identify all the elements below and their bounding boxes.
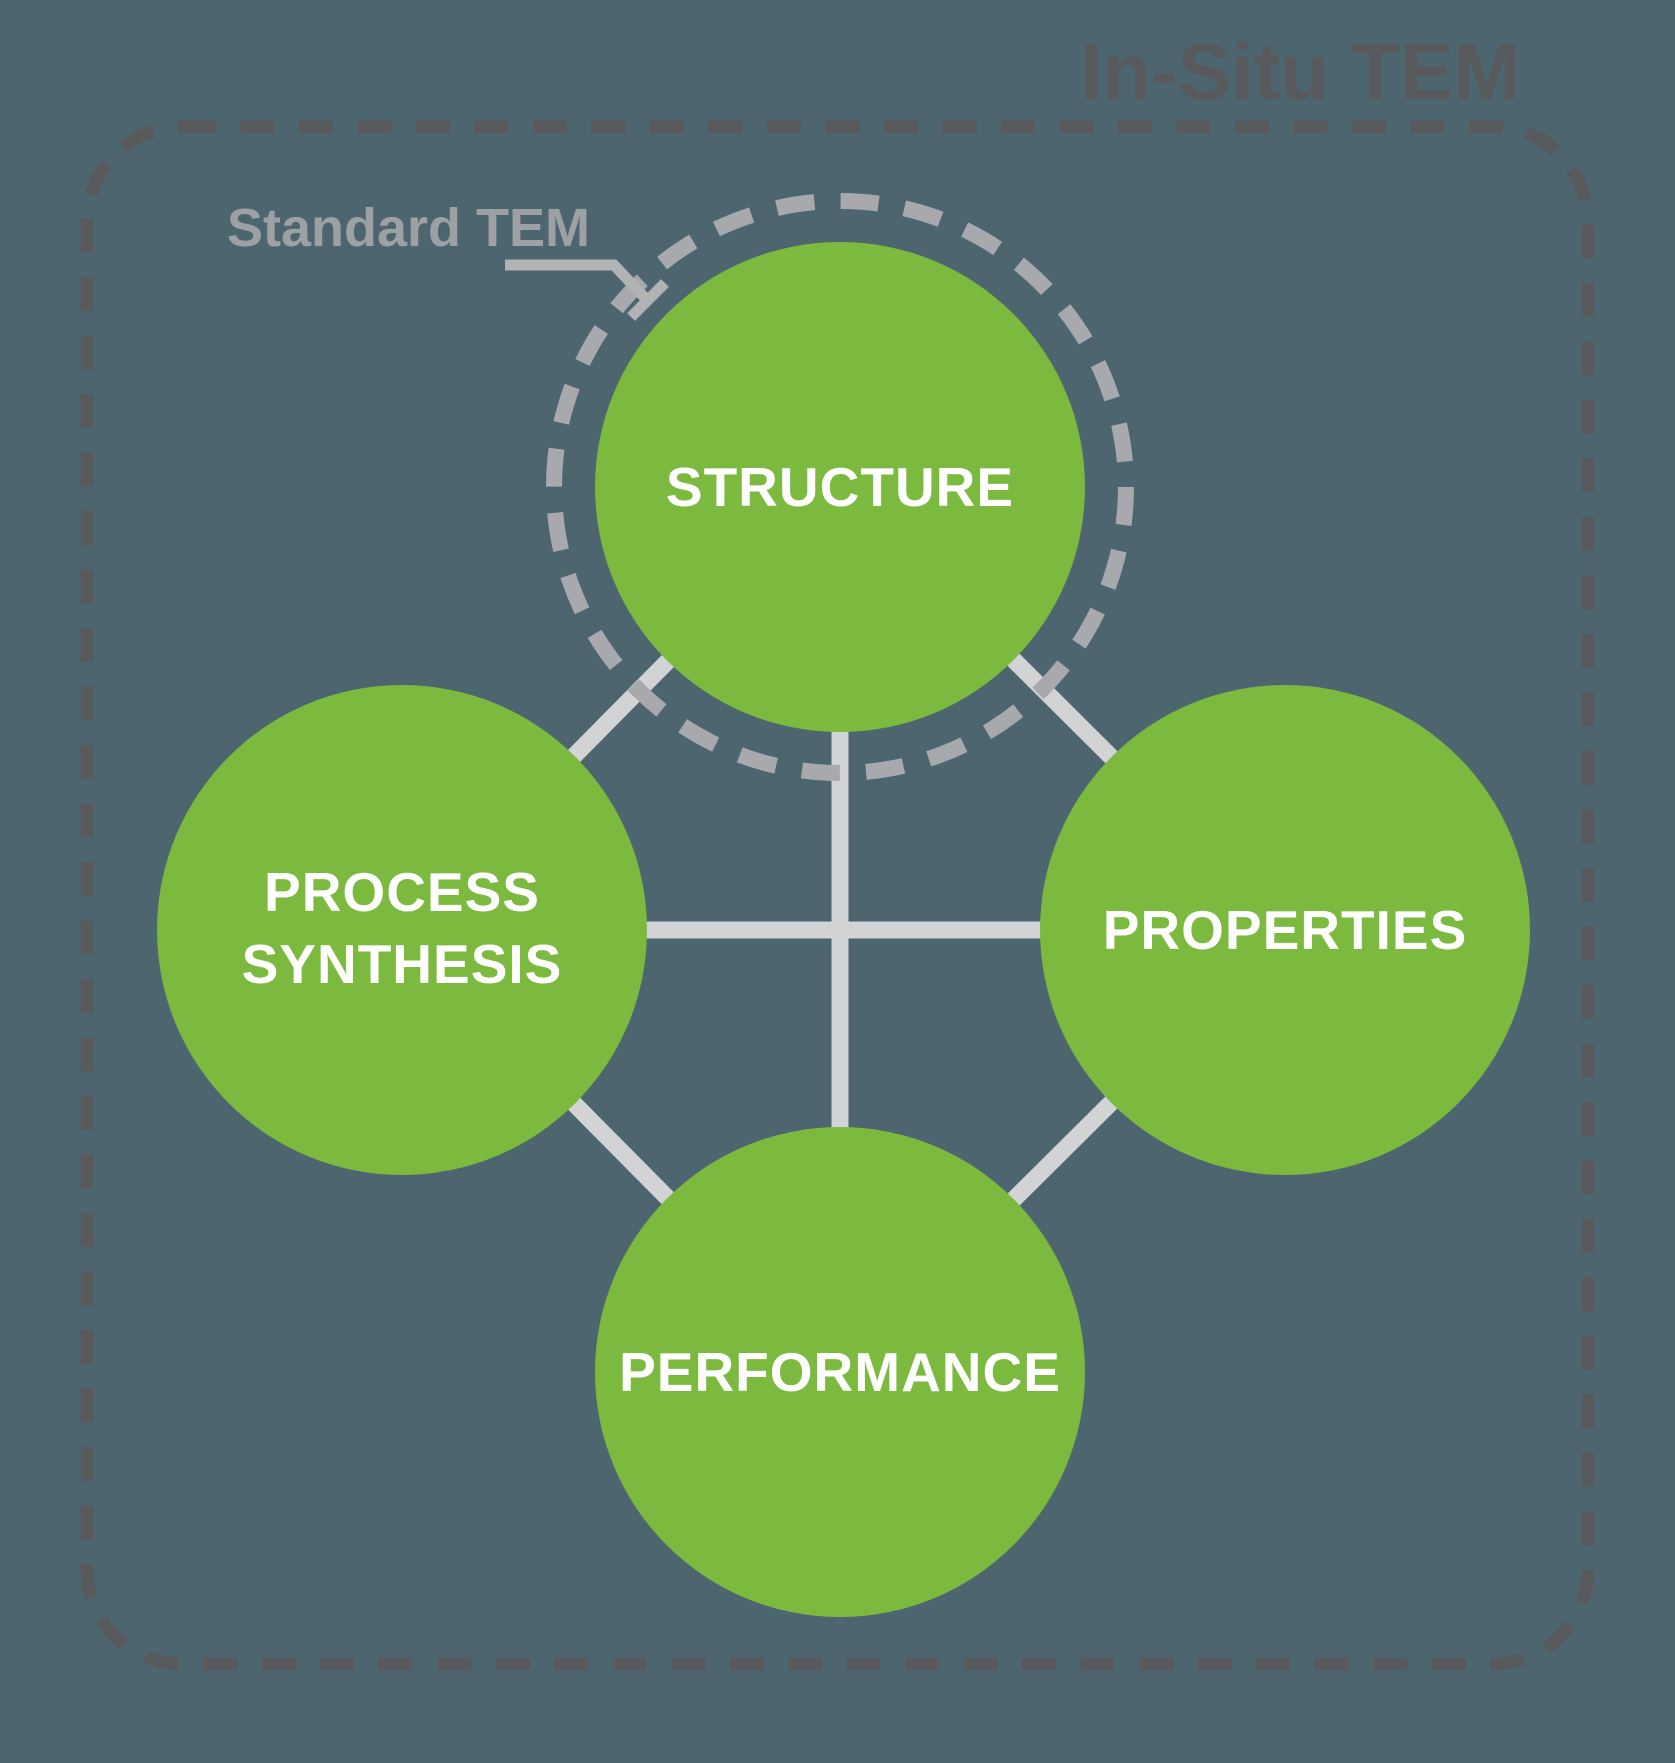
standard-tem-leader — [505, 259, 669, 321]
node-structure — [595, 242, 1085, 732]
standard-tem-leader-line — [505, 259, 652, 304]
node-process-synthesis-label-line2: SYNTHESIS — [242, 933, 563, 995]
standard-tem-dashed-circle — [546, 193, 1134, 781]
node-process-synthesis-label-line1: PROCESS — [264, 861, 540, 923]
standard-tem-leader-cap — [627, 279, 669, 321]
diagram-title: In-Situ TEM — [1080, 27, 1520, 116]
node-process-synthesis — [157, 685, 647, 1175]
in-situ-tem-boundary-box — [80, 120, 1595, 1671]
standard-tem-label: Standard TEM — [227, 198, 590, 258]
node-properties-label: PROPERTIES — [1103, 899, 1468, 961]
node-performance — [595, 1127, 1085, 1617]
node-properties — [1040, 685, 1530, 1175]
node-structure-label: STRUCTURE — [666, 456, 1014, 518]
node-performance-label: PERFORMANCE — [619, 1341, 1061, 1403]
